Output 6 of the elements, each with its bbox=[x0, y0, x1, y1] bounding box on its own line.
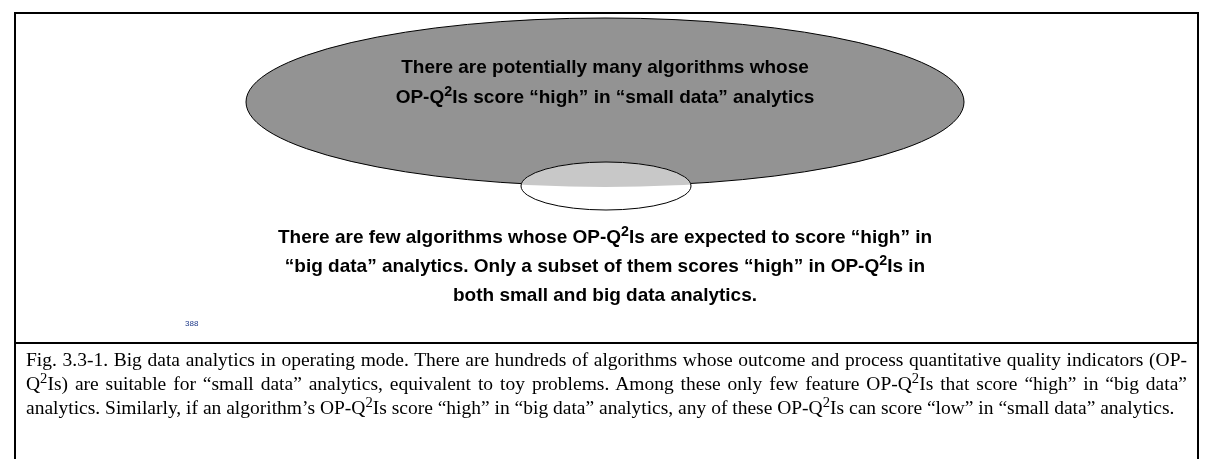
page-number: 388 bbox=[185, 318, 199, 330]
ellipse-node bbox=[245, 17, 965, 187]
figure-caption: Fig. 3.3-1. Big data analytics in operating mode. There are hundreds of algorithms whose outcome and process quantitative quality indicators (OP-Q$^{2}$Is) are suitable for “small data” analytics, equivalent to toy problems. Among these only few feature OP-Q$^{2}$Is that score “high” in “big data” analytics. Similarly, if an algorithm’s OP-Q$^{2}$Is score “high” in “big data” analytics, any of these OP-Q$^{2}$Is can score “low” in “small data” analytics. bbox=[26, 348, 1187, 420]
overlap-ellipse bbox=[520, 161, 692, 211]
subset-note: There are few algorithms whose OP-Q$^{2}$Is are expected to score “high” in “big data” analytics. Only a subset of them scores “high” in OP-Q$^{2}$Is in both small and big data analytics. bbox=[276, 222, 934, 307]
ellipse-text: There are potentially many algorithms whose OP-Q$^{2}$Is score “high” in “small data” analytics bbox=[394, 55, 816, 109]
